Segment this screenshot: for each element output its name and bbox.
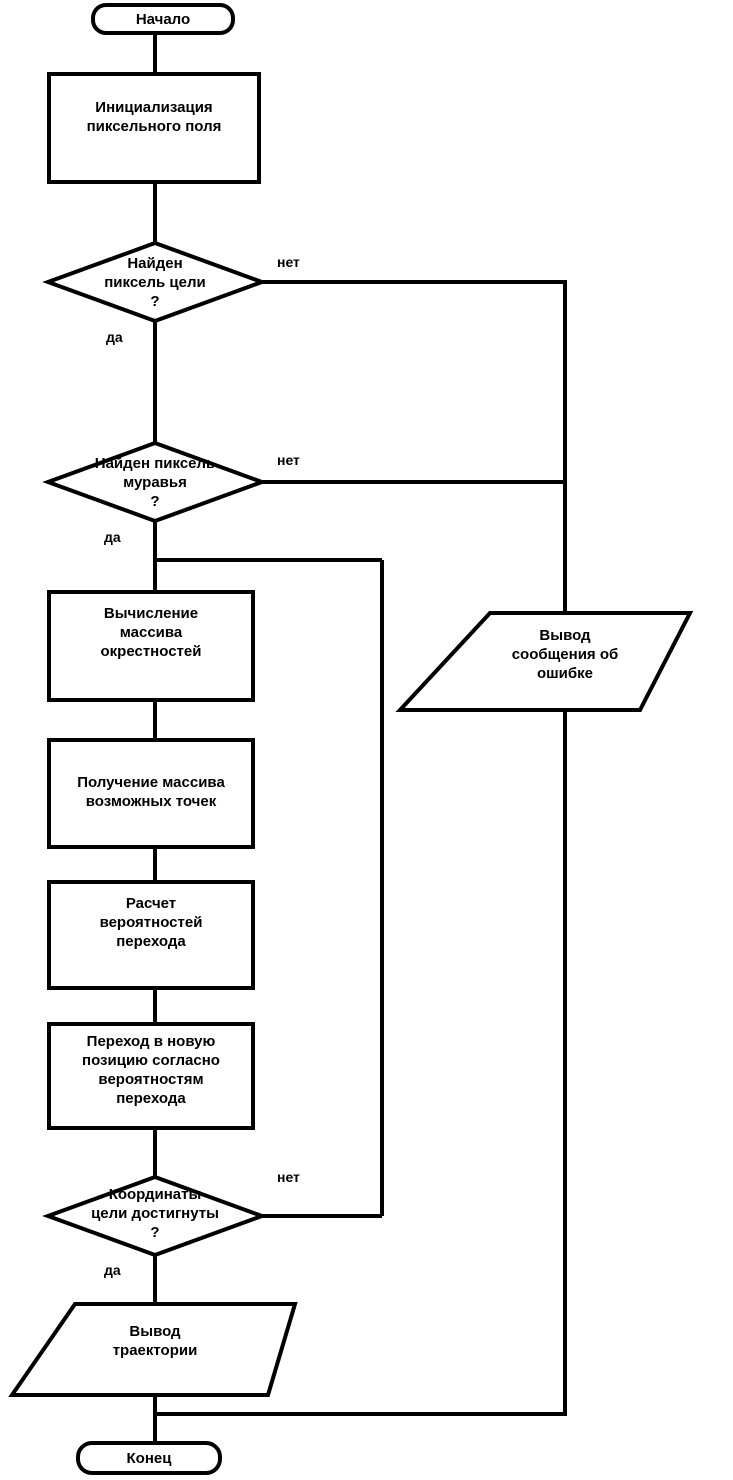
node-output-trajectory-shape[interactable] — [8, 1302, 298, 1397]
node-decision-target-shape[interactable] — [42, 240, 268, 324]
node-get-points-shape[interactable] — [47, 738, 255, 849]
node-decision-reached-shape[interactable] — [42, 1174, 268, 1258]
edge-label-target-no: нет — [277, 254, 300, 270]
connector-target-no-to-error — [262, 280, 567, 613]
edge-label-target-yes: да — [106, 329, 123, 345]
node-decision-ant-shape[interactable] — [42, 440, 268, 524]
connector-error-to-end — [155, 710, 567, 1416]
node-move-shape[interactable] — [47, 1022, 255, 1130]
edge-label-reached-no: нет — [277, 1169, 300, 1185]
edge-label-reached-yes: да — [104, 1262, 121, 1278]
edge-label-ant-yes: да — [104, 529, 121, 545]
node-output-error-shape[interactable] — [395, 611, 694, 712]
node-calc-probabilities-shape[interactable] — [47, 880, 255, 990]
node-end-shape[interactable] — [76, 1441, 222, 1475]
edge-label-ant-no: нет — [277, 452, 300, 468]
node-start-shape[interactable] — [91, 3, 235, 35]
node-init-shape[interactable] — [47, 72, 261, 184]
node-calc-neighborhood-shape[interactable] — [47, 590, 255, 702]
